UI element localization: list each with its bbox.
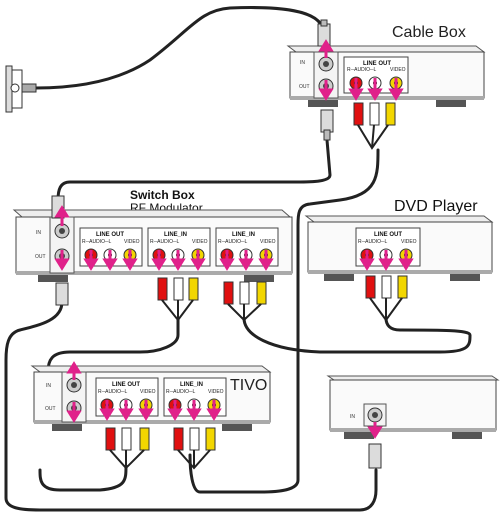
- tivo: TIVO IN OUT LINE OUT R─AUDIO─L VIDEO LIN…: [30, 365, 272, 431]
- foot: [244, 275, 274, 282]
- connection-arrows: [54, 39, 414, 439]
- panel-sub: R─AUDIO─L: [218, 239, 248, 245]
- rf-plug: [320, 109, 334, 141]
- cable-box-out-label: OUT: [299, 84, 310, 90]
- panel-video: VIDEO: [260, 239, 276, 245]
- panel-title: LINE OUT: [363, 61, 391, 67]
- foot: [308, 100, 338, 107]
- av-plug-set: [173, 427, 216, 470]
- cable-box: Cable Box IN OUT LINE OUT R─AUDIO─L VIDE…: [286, 24, 486, 107]
- tv-in-label: IN: [350, 414, 355, 420]
- av-plug-set: [105, 427, 150, 470]
- panel-title: LINE OUT: [374, 232, 402, 238]
- foot: [452, 432, 482, 439]
- tivo-in-label: IN: [46, 383, 51, 389]
- panel-video: VIDEO: [124, 239, 140, 245]
- cable-cablebox-to-switchbox: [56, 138, 332, 202]
- panel-video: VIDEO: [401, 239, 417, 245]
- dvd-player-title: DVD Player: [394, 198, 478, 215]
- cables: [4, 6, 472, 512]
- panel-title: LINE OUT: [112, 382, 140, 388]
- av-plug-set: [365, 275, 408, 322]
- cable-cablebox-av-to-tivo: [188, 148, 380, 494]
- tv: T V IN: [326, 375, 500, 439]
- wall-outlet: [5, 65, 37, 113]
- panel-title: LINE_IN: [164, 232, 187, 238]
- panel-title: LINE_IN: [180, 382, 203, 388]
- panel-title: LINE OUT: [96, 232, 124, 238]
- rf-plug: [55, 282, 69, 306]
- foot: [52, 424, 82, 431]
- panel-video: VIDEO: [208, 389, 224, 395]
- cable-switchbox-to-tv: [4, 300, 378, 512]
- av-plug-set: [223, 281, 267, 322]
- panel-video: VIDEO: [390, 67, 406, 73]
- cable-wall-to-cablebox: [34, 6, 325, 90]
- foot: [324, 274, 354, 281]
- tivo-title: TIVO: [230, 377, 267, 394]
- panel-title: LINE_IN: [232, 232, 255, 238]
- switch-box-title: Switch Box: [130, 188, 195, 202]
- rf-plug: [368, 443, 382, 469]
- switch-box-out-label: OUT: [35, 254, 46, 260]
- panel-sub: R─AUDIO─L: [150, 239, 180, 245]
- plugs: [51, 19, 408, 470]
- cable-box-title: Cable Box: [392, 24, 466, 41]
- cable-tivo-av-out: [38, 464, 128, 492]
- cable-switchbox-av-to-tivo: [46, 316, 180, 374]
- dvd-player: DVD Player LINE OUT R─AUDIO─L VIDEO: [304, 198, 494, 281]
- panel-sub: R─AUDIO─L: [347, 67, 377, 73]
- cable-switchbox-av-to-dvd: [242, 316, 472, 354]
- tivo-out-label: OUT: [45, 406, 56, 412]
- foot: [436, 100, 466, 107]
- switch-box-in-label: IN: [36, 230, 41, 236]
- foot: [450, 274, 480, 281]
- foot: [344, 432, 374, 439]
- tivo-panel-line-in: LINE_IN R─AUDIO─L VIDEO: [163, 377, 227, 417]
- panel-video: VIDEO: [192, 239, 208, 245]
- rf-plug: [317, 19, 331, 47]
- panel-sub: R─AUDIO─L: [166, 389, 196, 395]
- panel-video: VIDEO: [140, 389, 156, 395]
- cable-box-in-label: IN: [300, 60, 305, 66]
- av-plug-set: [157, 277, 199, 322]
- panel-sub: R─AUDIO─L: [358, 239, 388, 245]
- foot: [222, 424, 252, 431]
- av-plug-set: [353, 102, 396, 150]
- panel-sub: R─AUDIO─L: [82, 239, 112, 245]
- foot: [38, 275, 68, 282]
- panel-sub: R─AUDIO─L: [98, 389, 128, 395]
